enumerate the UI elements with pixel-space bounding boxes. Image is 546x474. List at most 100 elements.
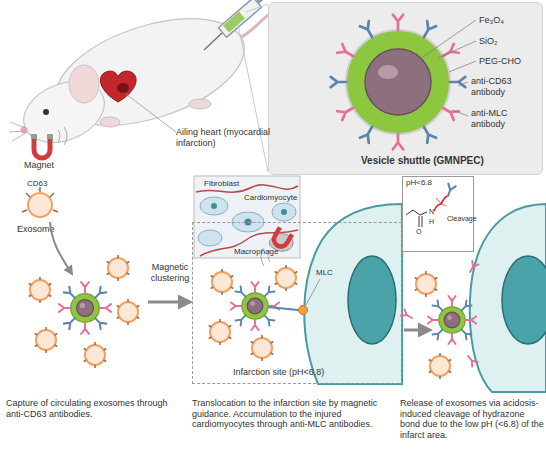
condition-label: pH<6.8 (406, 178, 432, 187)
part-label: Fibroblast (204, 179, 239, 188)
magnet-body (271, 227, 292, 249)
part-label: SiO₂ (479, 36, 498, 47)
iron-oxide-core (365, 49, 431, 115)
exosome-symbol (107, 255, 130, 281)
captured-complex (29, 255, 140, 368)
cleavage-bond (434, 196, 447, 211)
antibody-symbol (360, 21, 376, 39)
macrophage-cell (269, 234, 293, 252)
arrow-label: Magnetic clustering (140, 262, 200, 283)
syringe-barrel (223, 3, 257, 32)
exosome-circle: Exosome (27, 192, 53, 218)
mouse-ear (69, 65, 99, 103)
antibody-link (268, 307, 298, 310)
antibody-fragment (467, 261, 479, 274)
tissue-inset (194, 176, 300, 258)
cardiomyocyte-cell (470, 204, 546, 392)
exosome-symbol (211, 269, 234, 295)
exosome-symbol (415, 271, 438, 297)
chemical-bond (419, 216, 422, 227)
exosome-symbol (251, 335, 274, 361)
magnet-body (34, 138, 50, 158)
leader-line (38, 189, 40, 190)
atom-label: N (429, 208, 434, 216)
process-arrow (404, 329, 430, 332)
dashed-region: Infarction site (pH<6.8) (192, 222, 402, 384)
process-arrow (148, 301, 190, 304)
exosome-symbol (35, 327, 58, 353)
part-label: anti-MLC antibody (471, 108, 539, 129)
exosome-symbol (117, 299, 140, 325)
targeting-complex (209, 265, 320, 361)
magnetic-waves (58, 127, 67, 145)
step-caption: Release of exosomes via acidosis-induced… (400, 398, 544, 440)
silica-shell (346, 30, 450, 134)
chemical-bond (406, 210, 427, 215)
vesicle-shuttle-symbol (231, 282, 279, 330)
zoom-line (238, 24, 268, 172)
zoom-line (246, 4, 268, 12)
exosome-symbol (275, 265, 298, 291)
cardiomyocyte-cell (304, 204, 402, 384)
region-label: Infarction site (pH<6.8) (233, 367, 324, 378)
release-scene (401, 261, 479, 379)
part-label: CD63 (27, 179, 47, 188)
mouse-foot (100, 117, 120, 127)
antibody-symbol (450, 77, 465, 87)
magnet-symbol (261, 227, 292, 266)
mouse-eye (43, 109, 49, 115)
vesicle-shuttle-symbol (59, 282, 111, 334)
antibody-symbol (360, 124, 376, 142)
syringe-liquid (226, 15, 242, 29)
leader-line (306, 279, 320, 305)
part-label: PEG-CHO (479, 56, 521, 67)
part-label: Fe₃O₄ (479, 15, 504, 26)
part-label: Cardiomyocyte (244, 193, 297, 202)
tissue-nucleus (281, 209, 287, 215)
tissue-cell (200, 197, 228, 215)
leader-line (410, 20, 476, 116)
cd63-receptor (22, 187, 58, 212)
antibody-fragment (465, 354, 477, 367)
syringe-barrel (222, 2, 258, 33)
syringe-symbol (204, 0, 268, 50)
part-label: Magnet (24, 160, 54, 171)
core-highlight (378, 65, 398, 79)
exosome-symbol (429, 353, 452, 379)
mouse-foot (189, 99, 211, 109)
exosome-symbol (209, 319, 232, 345)
cleavage-mark (436, 198, 446, 206)
mouse-illustration (9, 0, 284, 154)
cell-nucleus (502, 256, 546, 344)
cell-membrane (304, 204, 402, 384)
fibroblast-fiber (200, 230, 298, 256)
syringe-plunger (258, 0, 268, 2)
tissue-cell (272, 203, 296, 221)
antibody-symbol (440, 104, 458, 120)
atom-label: H (429, 218, 434, 226)
step-caption: Capture of circulating exosomes through … (6, 398, 171, 419)
atom-label: O (416, 228, 421, 236)
capture-arrow (50, 222, 72, 274)
part-label: MLC (316, 268, 333, 277)
cell-nucleus (348, 256, 396, 344)
antibody-symbol (337, 44, 355, 60)
leader-line (126, 94, 176, 132)
exosome-symbol (29, 277, 52, 303)
vesicle-shuttle-symbol (428, 296, 476, 344)
reaction-label: Cleavage (447, 215, 477, 223)
antibody-symbol (331, 77, 346, 87)
magnet-pole (47, 134, 53, 139)
antibody-symbol (420, 124, 436, 142)
part-label: anti-CD63 antibody (471, 76, 539, 97)
tissue-cell (198, 230, 222, 246)
node-label: Exosome (17, 224, 55, 235)
antibody-symbol (337, 104, 355, 120)
antibody-symbol (393, 134, 403, 149)
panel-title: Vesicle shuttle (GMNPEC) (361, 155, 541, 167)
magnet-pole (31, 134, 37, 139)
fibroblast-fiber (196, 185, 298, 192)
vesicle-shuttle-large (331, 15, 476, 150)
part-label: Macrophage (234, 247, 278, 256)
